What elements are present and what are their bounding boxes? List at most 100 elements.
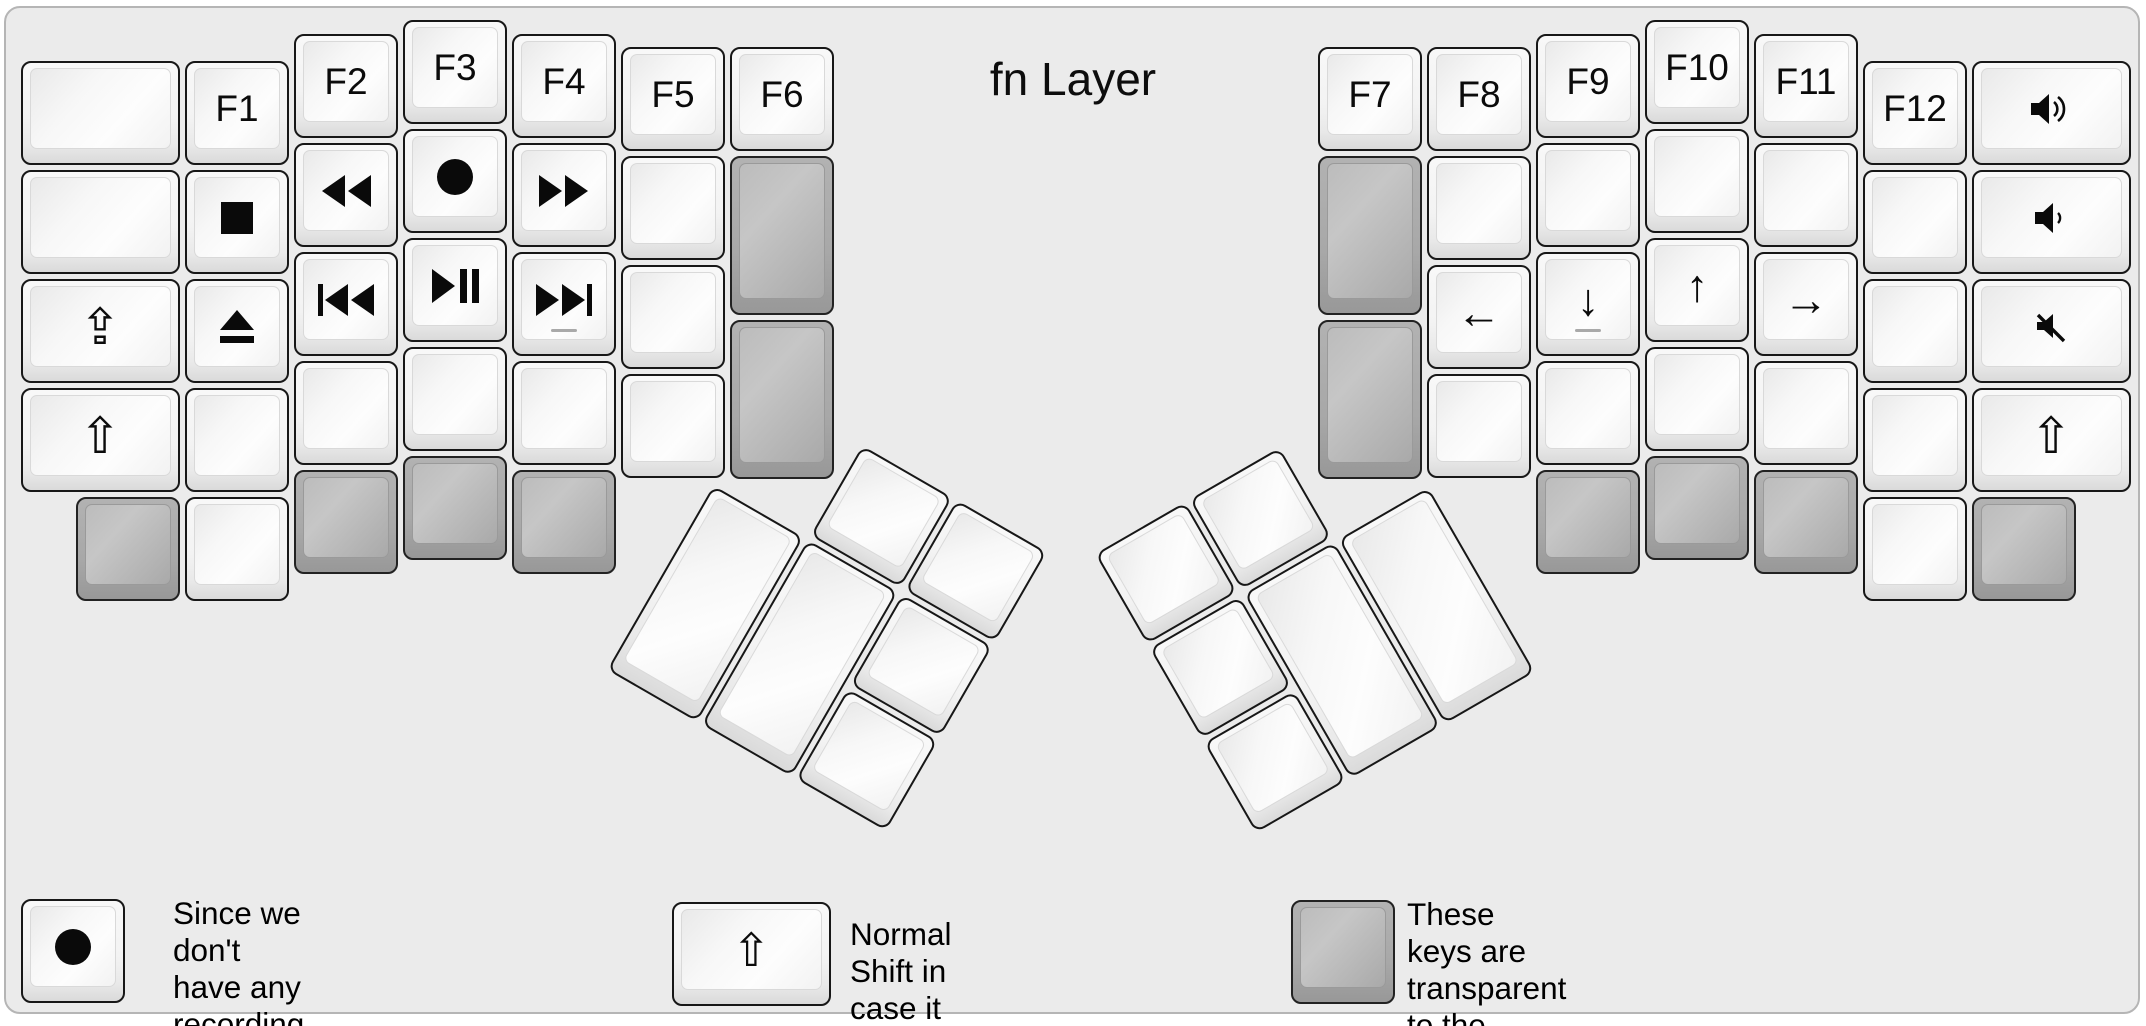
key-transparent[interactable]: [512, 470, 616, 574]
key-label: ↓: [1576, 274, 1600, 325]
playpause-icon: [429, 267, 481, 305]
key-f4[interactable]: F4: [512, 34, 616, 138]
key-mute[interactable]: [1972, 279, 2131, 383]
keycap-top: [1436, 163, 1522, 244]
keycap-top: [739, 327, 825, 463]
key-f9[interactable]: F9: [1536, 34, 1640, 138]
key-blank[interactable]: [621, 265, 725, 369]
key-blank[interactable]: [1536, 361, 1640, 465]
key-blank[interactable]: [21, 170, 180, 274]
key-blank[interactable]: [1863, 497, 1967, 601]
homing-bar: [551, 328, 577, 332]
keycap-top: [303, 150, 389, 231]
key-transparent[interactable]: [1318, 320, 1422, 479]
key-blank[interactable]: [1536, 143, 1640, 247]
key-blank[interactable]: [621, 156, 725, 260]
key-transparent[interactable]: [1972, 497, 2076, 601]
keycap-top: →: [1763, 259, 1849, 340]
key-blank[interactable]: [294, 361, 398, 465]
key-shift-left[interactable]: ⇧: [21, 388, 180, 492]
key-blank[interactable]: [1754, 143, 1858, 247]
key-transparent[interactable]: [1645, 456, 1749, 560]
key-blank[interactable]: [621, 374, 725, 478]
key-label: F7: [1348, 74, 1392, 115]
keycap-top: [1981, 286, 2122, 367]
key-label: ↑: [1685, 260, 1709, 311]
keycap-top: [194, 286, 280, 367]
keycap-top: ↓: [1545, 259, 1631, 340]
keycap-top: [739, 163, 825, 299]
key-blank[interactable]: [1863, 170, 1967, 274]
keycap-top: [30, 68, 171, 149]
key-transparent[interactable]: [294, 470, 398, 574]
key-arrow-down[interactable]: ↓: [1536, 252, 1640, 356]
key-f5[interactable]: F5: [621, 47, 725, 151]
key-record[interactable]: [403, 129, 507, 233]
key-blank[interactable]: [403, 347, 507, 451]
keycap-top: [1872, 177, 1958, 258]
key-eject[interactable]: [185, 279, 289, 383]
key-transparent[interactable]: [730, 320, 834, 479]
keycap-top: [303, 259, 389, 340]
key-transparent[interactable]: [730, 156, 834, 315]
key-f1[interactable]: F1: [185, 61, 289, 165]
key-f8[interactable]: F8: [1427, 47, 1531, 151]
key-blank[interactable]: [21, 61, 180, 165]
key-volume-up[interactable]: [1972, 61, 2131, 165]
key-transparent[interactable]: [403, 456, 507, 560]
key-f3[interactable]: F3: [403, 20, 507, 124]
key-blank[interactable]: [1645, 129, 1749, 233]
key-transparent[interactable]: [1754, 470, 1858, 574]
key-f11[interactable]: F11: [1754, 34, 1858, 138]
keycap-top: [1981, 68, 2122, 149]
key-blank[interactable]: [1427, 156, 1531, 260]
keycap-top: [1545, 150, 1631, 231]
keycap-top: [412, 354, 498, 435]
key-blank[interactable]: [1645, 347, 1749, 451]
key-label: F1: [215, 88, 259, 129]
key-transparent[interactable]: [1318, 156, 1422, 315]
key-blank[interactable]: [1754, 361, 1858, 465]
key-label: F6: [760, 74, 804, 115]
key-arrow-left[interactable]: ←: [1427, 265, 1531, 369]
keycap-top: F3: [412, 27, 498, 108]
key-label: →: [1783, 274, 1829, 325]
key-shift-right[interactable]: ⇧: [1972, 388, 2131, 492]
keycap-top: F12: [1872, 68, 1958, 149]
key-transparent[interactable]: [76, 497, 180, 601]
key-transparent[interactable]: [1536, 470, 1640, 574]
key-caps-lock[interactable]: ⇪: [21, 279, 180, 383]
key-blank[interactable]: [1863, 388, 1967, 492]
key-arrow-up[interactable]: ↑: [1645, 238, 1749, 342]
key-arrow-right[interactable]: →: [1754, 252, 1858, 356]
key-f7[interactable]: F7: [1318, 47, 1422, 151]
key-stop[interactable]: [185, 170, 289, 274]
key-blank[interactable]: [1863, 279, 1967, 383]
prev-icon: [316, 282, 376, 318]
key-fast-forward[interactable]: [512, 143, 616, 247]
key-blank[interactable]: [512, 361, 616, 465]
keycap-top: ←: [1436, 272, 1522, 353]
keycap-top: [1654, 354, 1740, 435]
key-f6[interactable]: F6: [730, 47, 834, 151]
key-prev-track[interactable]: [294, 252, 398, 356]
key-f2[interactable]: F2: [294, 34, 398, 138]
keycap-top: [1763, 150, 1849, 231]
keycap-top: [194, 177, 280, 258]
key-label: F10: [1665, 47, 1729, 88]
keycap-top: ↑: [1654, 245, 1740, 326]
keycap-top: [521, 259, 607, 340]
key-next-track[interactable]: [512, 252, 616, 356]
key-f10[interactable]: F10: [1645, 20, 1749, 124]
key-label: F11: [1775, 61, 1837, 102]
key-blank[interactable]: [185, 497, 289, 601]
key-rewind[interactable]: [294, 143, 398, 247]
key-label: F2: [324, 61, 368, 102]
key-volume-down[interactable]: [1972, 170, 2131, 274]
key-blank[interactable]: [1427, 374, 1531, 478]
key-f12[interactable]: F12: [1863, 61, 1967, 165]
key-play-pause[interactable]: [403, 238, 507, 342]
keycap-top: [1872, 286, 1958, 367]
key-blank[interactable]: [185, 388, 289, 492]
